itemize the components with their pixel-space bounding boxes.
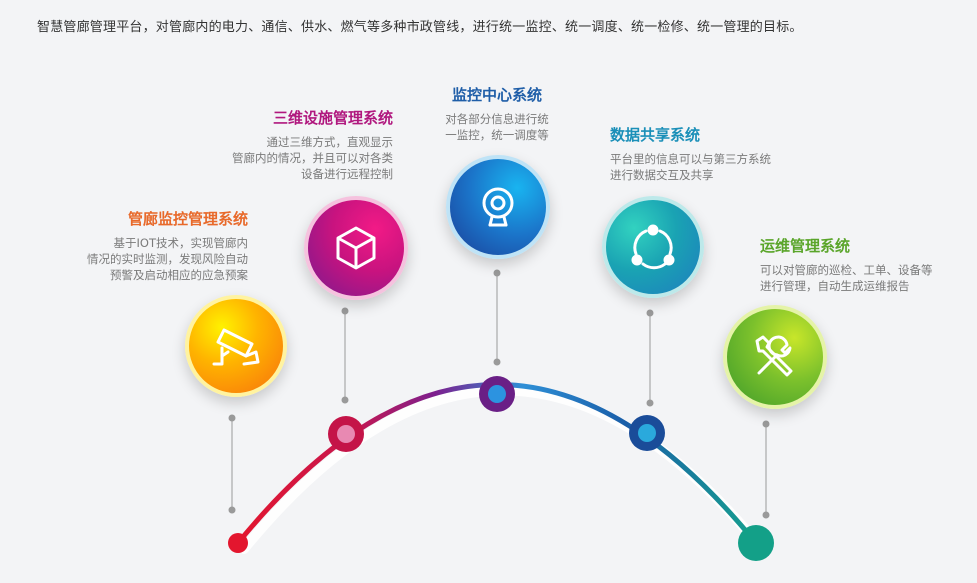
item-5-circle[interactable] <box>723 305 827 409</box>
cube-icon <box>336 226 376 270</box>
arc-node-2-inner <box>337 425 355 443</box>
item-2-circle[interactable] <box>304 196 408 300</box>
item-5-desc: 可以对管廊的巡检、工单、设备等 进行管理，自动生成运维报告 <box>760 263 933 293</box>
connector-dot-1-bottom <box>228 506 236 514</box>
item-4-title: 数据共享系统 <box>610 126 701 144</box>
connector-dot-3-top <box>493 269 501 277</box>
webcam-icon <box>482 187 514 227</box>
connector-dot-5-bottom <box>762 511 770 519</box>
intro-text: 智慧管廊管理平台，对管廊内的电力、通信、供水、燃气等多种市政管线，进行统一监控、… <box>37 20 803 35</box>
item-3-circle[interactable] <box>446 155 550 259</box>
item-4-circle[interactable] <box>602 196 704 298</box>
connector-dot-4-top <box>646 309 654 317</box>
connector-dot-1-top <box>228 414 236 422</box>
connector-dot-4-bottom <box>646 399 654 407</box>
item-2-desc: 通过三维方式，直观显示 管廊内的情况，并且可以对各类 设备进行远程控制 <box>232 135 393 181</box>
item-1-desc: 基于IOT技术，实现管廊内 情况的实时监测，发现风险自动 预警及启动相应的应急预… <box>87 236 248 282</box>
item-1-circle[interactable] <box>185 295 287 397</box>
share-cycle-icon <box>631 224 675 270</box>
connector-dot-2-bottom <box>341 396 349 404</box>
arc-node-3-inner <box>488 385 506 403</box>
item-2-title: 三维设施管理系统 <box>272 109 393 127</box>
item-3-desc: 对各部分信息进行统 一监控，统一调度等 <box>445 112 549 142</box>
item-4-desc: 平台里的信息可以与第三方系统 进行数据交互及共享 <box>610 152 771 182</box>
arc-node-start <box>228 533 248 553</box>
arc-node-end <box>738 525 774 561</box>
tools-icon <box>755 335 793 377</box>
item-3-title: 监控中心系统 <box>451 86 542 104</box>
connector-dot-3-bottom <box>493 358 501 366</box>
arc-node-4-inner <box>638 424 656 442</box>
item-5-title: 运维管理系统 <box>760 237 851 255</box>
connector-dot-2-top <box>341 307 349 315</box>
item-1-title: 管廊监控管理系统 <box>127 210 248 228</box>
connector-dot-5-top <box>762 420 770 428</box>
cctv-camera-icon <box>212 328 260 366</box>
